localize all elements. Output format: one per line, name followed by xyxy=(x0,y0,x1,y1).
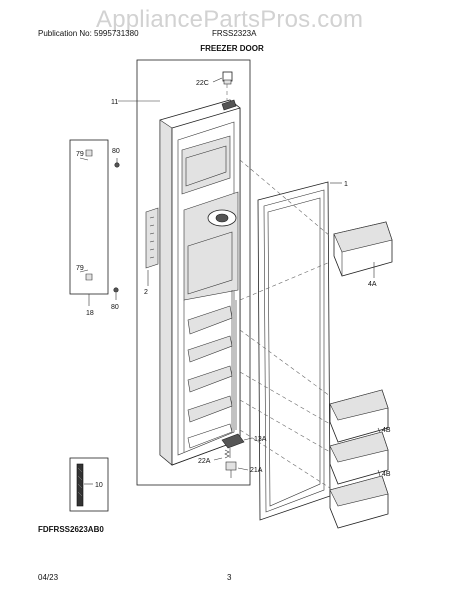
callout-door-panel: 11 xyxy=(111,99,118,106)
callout-handle-assembly: 18 xyxy=(86,310,94,317)
callout-sticker: 10 xyxy=(95,482,103,489)
watermark: AppliancePartsPros.com xyxy=(96,6,364,33)
cap-part xyxy=(222,71,233,100)
sticker-part xyxy=(76,463,84,507)
callout-screw-lower: 80 xyxy=(111,304,119,311)
spring-part xyxy=(224,449,230,459)
callout-bin-lower: 4B xyxy=(382,471,391,478)
publication-number: Publication No: 5995731380 xyxy=(38,29,139,38)
door-bin-middle xyxy=(329,389,389,485)
callout-trim: 2 xyxy=(144,289,148,296)
model-number: FRSS2323A xyxy=(212,29,257,38)
footer-date: 04/23 xyxy=(38,573,59,582)
page-number: 3 xyxy=(227,573,232,582)
callout-spring: 22A xyxy=(198,458,211,465)
callout-handle-lower: 79 xyxy=(76,265,84,272)
trim-part xyxy=(145,207,159,269)
door-panel xyxy=(159,99,241,466)
door-bin-lower xyxy=(329,475,389,529)
actuator-part xyxy=(221,433,245,458)
callout-gasket: 1 xyxy=(344,181,348,188)
door-assembly-frame xyxy=(136,59,251,486)
callout-cap: 22C xyxy=(196,80,209,87)
sticker-frame xyxy=(69,457,109,512)
callout-bin-upper: 4A xyxy=(368,281,377,288)
screw-lower xyxy=(113,287,119,300)
lever-part xyxy=(225,461,237,478)
handle-part xyxy=(85,149,94,281)
callout-actuator: 13A xyxy=(254,436,267,443)
callout-screw-upper: 80 xyxy=(112,148,120,155)
figure-code: FDFRSS2623AB0 xyxy=(38,525,104,534)
callout-lever: 21A xyxy=(250,467,263,474)
door-bin-upper xyxy=(333,221,393,277)
screw-upper xyxy=(114,158,120,168)
callout-handle-upper: 79 xyxy=(76,151,84,158)
section-title: FREEZER DOOR xyxy=(200,44,264,53)
callout-bin-middle: 4B xyxy=(382,427,391,434)
